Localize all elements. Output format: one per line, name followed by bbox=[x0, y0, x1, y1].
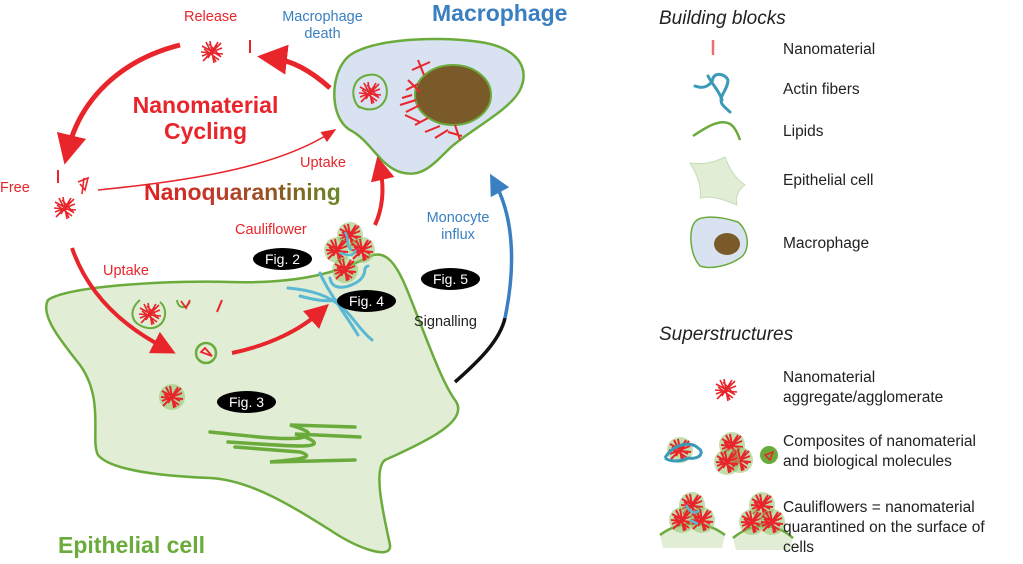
macrophage-death-label: Macrophage death bbox=[280, 9, 365, 42]
legend-item-lipids: Lipids bbox=[783, 123, 824, 140]
free-label: Free bbox=[0, 180, 30, 196]
building-blocks-heading: Building blocks bbox=[659, 8, 786, 29]
arrow-free-to-cell bbox=[70, 247, 176, 354]
cauliflowers-line3: cells bbox=[783, 539, 815, 557]
free-nanomaterial bbox=[53, 170, 90, 220]
legend-item-actin-fibers: Actin fibers bbox=[783, 81, 860, 98]
golgi-organelle bbox=[208, 423, 362, 464]
cycling-title-line2: Cycling bbox=[163, 118, 248, 145]
legend-item-nanomaterial: Nanomaterial bbox=[783, 41, 876, 58]
uptake-vesicles bbox=[131, 299, 223, 411]
arrow-monocyte-influx bbox=[490, 173, 514, 319]
arrow-free-to-macrophage bbox=[97, 128, 337, 191]
legend-item-cauliflowers: Cauliflowers = nanomaterial quarantined … bbox=[783, 498, 985, 558]
arrow-signalling bbox=[453, 317, 507, 384]
released-nanomaterial bbox=[200, 40, 251, 64]
legend-item-epithelial-cell: Epithelial cell bbox=[783, 172, 874, 189]
macrophage-death-line1: Macrophage bbox=[282, 9, 363, 25]
nanoquarantining-title: Nanoquarantining bbox=[144, 179, 341, 205]
legend-cauliflower-icon bbox=[659, 491, 794, 550]
legend-lipids-icon bbox=[692, 120, 742, 141]
arrow-cauliflower-to-macrophage bbox=[370, 156, 395, 226]
macrophage-title: Macrophage bbox=[432, 0, 568, 26]
fig-2-badge[interactable]: Fig. 2 bbox=[253, 248, 313, 270]
legend-actin-fibers-icon bbox=[693, 72, 732, 114]
uptake-left-label: Uptake bbox=[103, 263, 149, 279]
composites-line2: and biological molecules bbox=[783, 453, 952, 471]
legend-item-composites: Composites of nanomaterial and biologica… bbox=[783, 432, 976, 472]
nanomaterial-around-nucleus bbox=[399, 59, 463, 141]
macrophage-vesicle bbox=[352, 73, 388, 111]
monocyte-line2: influx bbox=[441, 226, 475, 243]
monocyte-line1: Monocyte bbox=[426, 210, 490, 226]
legend-epithelial-cell-icon bbox=[689, 156, 746, 206]
cycling-title-line1: Nanomaterial bbox=[132, 92, 279, 118]
cauliflowers-line2: quarantined on the surface of bbox=[783, 519, 985, 537]
arrow-vesicle-to-surface bbox=[231, 303, 329, 355]
fig-5-badge[interactable]: Fig. 5 bbox=[421, 268, 481, 290]
uptake-top-label: Uptake bbox=[300, 155, 346, 171]
fig-4-badge[interactable]: Fig. 4 bbox=[337, 290, 397, 312]
fig-3-badge[interactable]: Fig. 3 bbox=[217, 391, 277, 413]
legend-aggregate-icon bbox=[714, 378, 738, 402]
actin-fibers bbox=[286, 264, 374, 342]
superstructures-heading: Superstructures bbox=[659, 324, 794, 345]
macrophage-nucleus bbox=[414, 64, 492, 126]
legend-item-aggregate: Nanomaterial aggregate/agglomerate bbox=[783, 368, 943, 408]
aggregate-line2: aggregate/agglomerate bbox=[783, 389, 944, 407]
cauliflower-label: Cauliflower bbox=[235, 222, 307, 238]
cauliflower-structure bbox=[323, 221, 376, 284]
legend-macrophage-icon bbox=[690, 216, 748, 269]
cauliflowers-line1: Cauliflowers = nanomaterial bbox=[783, 499, 975, 516]
epithelial-cell-title: Epithelial cell bbox=[58, 532, 205, 558]
monocyte-influx-label: Monocyte influx bbox=[418, 210, 498, 243]
release-label: Release bbox=[184, 9, 238, 25]
arrow-macrophage-to-release bbox=[257, 44, 332, 90]
signalling-label: Signalling bbox=[414, 314, 477, 330]
aggregate-line1: Nanomaterial bbox=[783, 369, 876, 386]
cycling-title: Nanomaterial Cycling bbox=[128, 92, 283, 145]
legend-composites-icon bbox=[663, 431, 778, 476]
legend-item-macrophage: Macrophage bbox=[783, 235, 870, 252]
macrophage-death-line2: death bbox=[304, 25, 341, 42]
composites-line1: Composites of nanomaterial bbox=[783, 433, 976, 450]
arrow-release-to-free bbox=[56, 42, 181, 165]
